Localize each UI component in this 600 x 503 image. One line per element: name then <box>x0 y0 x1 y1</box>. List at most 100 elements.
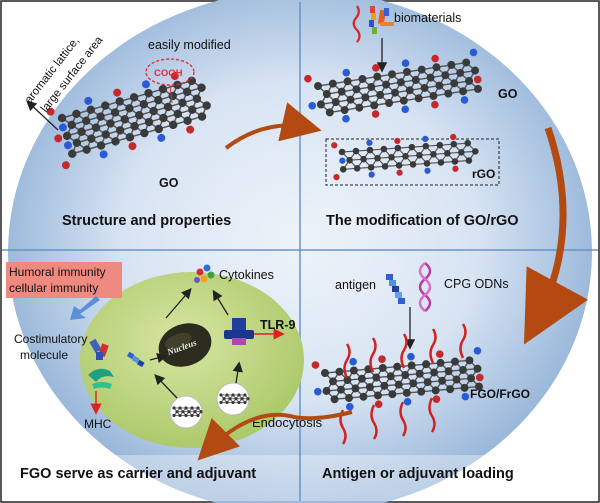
lattice-atom <box>464 139 471 147</box>
lattice-atom <box>366 146 374 154</box>
lattice-atom <box>388 153 395 161</box>
lattice-atom <box>450 79 459 88</box>
lattice-atom <box>172 406 176 410</box>
lattice-atom <box>471 148 479 155</box>
functional-group-atom <box>372 64 380 72</box>
lattice-atom <box>372 373 381 382</box>
lattice-atom <box>197 112 207 121</box>
lattice-atom <box>465 157 473 164</box>
lattice-atom <box>444 367 453 376</box>
quadrant-title-loading: Antigen or adjuvant loading <box>322 466 514 482</box>
lattice-atom <box>139 99 149 109</box>
lattice-atom <box>129 93 139 102</box>
lattice-atom <box>335 367 344 376</box>
cooh-pointer <box>169 84 173 104</box>
nucleus-to-cytokines-arrow <box>165 288 192 319</box>
go-label-modification: GO <box>498 87 518 101</box>
functional-group-atom <box>378 355 386 363</box>
functional-group-atom <box>401 105 410 114</box>
lattice-atom <box>184 406 188 410</box>
lattice-atom <box>96 141 106 150</box>
functional-group-atom <box>99 150 108 159</box>
lattice-atom <box>394 144 402 152</box>
lattice-atom <box>130 122 139 131</box>
lattice-atom <box>237 393 241 397</box>
lattice-atom <box>86 105 96 114</box>
lattice-atom <box>423 378 432 387</box>
lattice-atom <box>240 397 244 401</box>
lattice-atom <box>343 77 352 86</box>
cycle-arrow-top <box>224 102 322 150</box>
lattice-atom <box>72 138 82 147</box>
lattice-atom <box>359 392 368 401</box>
loaded-strands <box>339 323 467 445</box>
cycle-arrow-bottom <box>197 410 353 461</box>
lattice-atom <box>357 374 366 383</box>
functional-group-atom <box>339 157 346 164</box>
lattice-atom <box>159 113 168 123</box>
lattice-atom <box>154 95 163 105</box>
functional-group-atom <box>61 161 70 170</box>
lattice-atom <box>471 66 480 75</box>
lattice-atom <box>458 149 465 156</box>
lattice-atom <box>190 413 194 418</box>
costimulatory-line1: Costimulatory <box>14 332 87 346</box>
quadrant-title-carrier: FGO serve as carrier and adjuvant <box>20 466 256 482</box>
lattice-atom <box>388 390 397 399</box>
lattice-atom <box>172 413 176 418</box>
lattice-atom <box>120 115 130 124</box>
lattice-atom <box>429 91 438 100</box>
lattice-atom <box>187 410 191 414</box>
lattice-atom <box>115 126 125 135</box>
cpg-label: CPG ODNs <box>444 277 509 291</box>
lattice-atom <box>388 70 397 79</box>
lattice-atom <box>452 375 461 384</box>
lattice-atom <box>367 164 375 171</box>
lattice-atom <box>373 72 382 81</box>
functional-group-atom <box>374 400 383 409</box>
rgo-sheet <box>331 133 479 181</box>
mhc-label: MHC <box>84 417 112 431</box>
lattice-atom <box>431 386 440 395</box>
lattice-atom <box>396 78 405 87</box>
lattice-atom <box>321 369 329 377</box>
lattice-atom <box>441 71 450 80</box>
go-label-structure: GO <box>159 176 179 190</box>
lattice-atom <box>184 413 188 418</box>
lattice-atom <box>144 117 154 127</box>
lattice-atom <box>456 68 465 77</box>
lattice-atom <box>399 96 408 105</box>
lattice-atom <box>465 356 474 365</box>
lattice-atom <box>345 393 354 402</box>
lattice-atom <box>422 142 430 150</box>
biomaterials-label: biomaterials <box>394 11 461 25</box>
lattice-atom <box>222 397 226 401</box>
lattice-atom <box>228 397 232 401</box>
lattice-atom <box>339 166 347 173</box>
lattice-atom <box>349 366 358 375</box>
lattice-atom <box>417 387 426 396</box>
lattice-atom <box>378 363 387 372</box>
lattice-atom <box>110 108 120 117</box>
functional-group-atom <box>407 352 415 361</box>
lattice-atom <box>237 400 241 405</box>
functional-group-atom <box>422 135 429 143</box>
lattice-atom <box>81 116 91 125</box>
functional-group-atom <box>186 125 195 134</box>
cpg-odn-helix-icon <box>418 262 432 312</box>
functional-group-atom <box>331 142 338 149</box>
lattice-atom <box>352 147 360 155</box>
lattice-atom <box>175 410 179 414</box>
cycle-arrows <box>197 102 589 461</box>
lattice-atom <box>246 397 250 401</box>
lattice-atom <box>355 103 364 112</box>
fgo-label: FGO/FrGO <box>470 387 530 401</box>
functional-group-atom <box>64 141 73 150</box>
quadrant-loading: antigen CPG ODNs FGO/FrGO Ant <box>311 262 530 482</box>
lattice-atom <box>416 151 423 159</box>
lattice-atom <box>432 63 441 72</box>
functional-group-atom <box>371 110 380 118</box>
functional-group-atom <box>394 137 401 144</box>
humoral-immunity-box <box>6 262 122 298</box>
lattice-atom <box>149 106 158 116</box>
